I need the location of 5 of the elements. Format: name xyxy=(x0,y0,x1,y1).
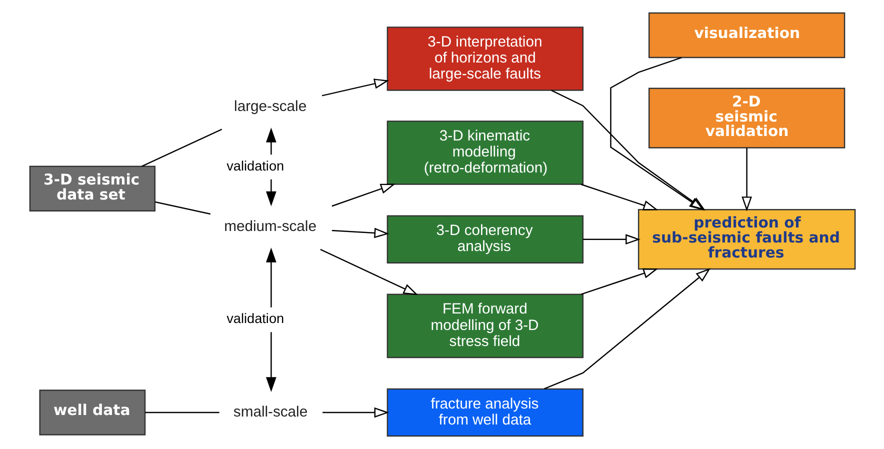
node-text: large-scale xyxy=(234,98,306,115)
node-text: medium-scale xyxy=(224,218,316,235)
edge-label: validation xyxy=(226,158,284,174)
node-text: small-scale xyxy=(232,404,308,420)
edge-label: validation xyxy=(226,311,284,326)
